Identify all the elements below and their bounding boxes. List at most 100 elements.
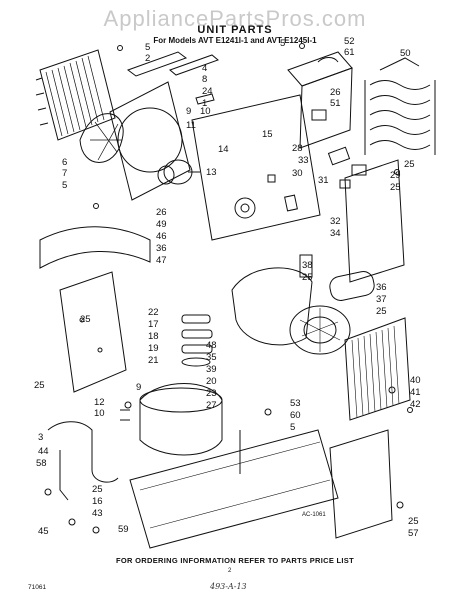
callout-7: 7 — [62, 168, 67, 179]
callout-45: 45 — [38, 526, 49, 537]
callout-33: 33 — [298, 155, 309, 166]
condenser-coil-left — [35, 49, 116, 141]
callout-43: 43 — [92, 508, 103, 519]
callout-49: 49 — [156, 219, 167, 230]
callout-53: 53 — [290, 398, 301, 409]
callout-3: 3 — [38, 432, 43, 443]
callout-57: 57 — [408, 528, 419, 539]
callout-44: 44 — [38, 446, 49, 457]
gasket-set — [181, 314, 213, 367]
ordering-note: FOR ORDERING INFORMATION REFER TO PARTS … — [116, 556, 354, 565]
callout-17: 17 — [148, 319, 159, 330]
callout-11: 11 — [186, 120, 196, 131]
diagram-code: AC-1061 — [302, 512, 326, 518]
callout-40: 40 — [410, 375, 421, 386]
callout-59: 59 — [118, 524, 129, 535]
callout-28: 28 — [292, 143, 303, 154]
callout-9: 9 — [186, 106, 191, 117]
page-number: 2 — [228, 568, 232, 574]
callout-26: 26 — [330, 87, 341, 98]
callout-25: 25 — [80, 314, 91, 325]
callout-30: 30 — [292, 168, 303, 179]
callout-25: 25 — [34, 380, 45, 391]
callout-16: 16 — [92, 496, 103, 507]
callout-15: 15 — [262, 129, 273, 140]
callout-46: 46 — [156, 231, 167, 242]
control-box — [287, 51, 353, 149]
callout-5: 5 — [280, 38, 285, 49]
base-pan — [129, 429, 339, 549]
callout-37: 37 — [376, 294, 387, 305]
fan-motor — [157, 159, 200, 185]
callout-5: 5 — [62, 180, 67, 191]
callout-21: 21 — [148, 355, 159, 366]
center-bulkhead — [191, 94, 321, 241]
callout-19: 19 — [148, 343, 159, 354]
callout-51: 51 — [330, 98, 341, 109]
refrigerant-tubing — [47, 421, 119, 501]
fasteners — [44, 43, 413, 534]
callout-18: 18 — [148, 331, 159, 342]
callout-1: 1 — [202, 98, 207, 109]
callout-34: 34 — [330, 228, 341, 239]
page-reference: 71061 — [28, 584, 47, 591]
callout-5: 5 — [145, 42, 150, 53]
callout-10: 10 — [94, 408, 105, 419]
callout-9: 9 — [136, 382, 141, 393]
access-panel — [329, 429, 393, 539]
callout-47: 47 — [156, 255, 167, 266]
left-side-panel — [59, 271, 127, 393]
callout-8: 8 — [202, 74, 207, 85]
callout-22: 22 — [148, 307, 159, 318]
handwritten-note: 493-A-13 — [210, 582, 247, 591]
diagram-title: UNIT PARTS — [197, 24, 273, 36]
diagram-subtitle: For Models AVT E1241I-1 and AVT E1245I-1 — [153, 36, 317, 45]
right-side-panel — [299, 159, 405, 283]
callout-48: 48 — [206, 340, 217, 351]
callout-58: 58 — [36, 458, 47, 469]
callout-25: 25 — [404, 159, 415, 170]
callout-26: 26 — [156, 207, 167, 218]
callout-52: 52 — [344, 36, 355, 47]
callout-29: 29 — [390, 170, 401, 181]
fan-shroud — [79, 81, 191, 201]
callout-38: 38 — [302, 260, 313, 271]
callout-4: 4 — [202, 63, 207, 74]
callout-35: 35 — [206, 352, 217, 363]
callout-39: 39 — [206, 364, 217, 375]
watermark: AppliancePartsPros.com — [103, 6, 367, 31]
callout-31: 31 — [318, 175, 329, 186]
callout-13: 13 — [206, 167, 217, 178]
evaporator-coil — [344, 317, 411, 421]
callout-42: 42 — [410, 399, 421, 410]
callout-24: 24 — [202, 86, 213, 97]
callout-20: 20 — [206, 376, 217, 387]
callout-25: 25 — [376, 306, 387, 317]
blower-assembly — [231, 267, 375, 355]
switch-parts — [327, 146, 367, 189]
callout-60: 60 — [290, 410, 301, 421]
callout-12: 12 — [94, 397, 105, 408]
callout-27: 27 — [206, 400, 217, 411]
callout-25: 25 — [408, 516, 419, 527]
top-brackets — [126, 51, 219, 105]
callout-41: 41 — [410, 387, 421, 398]
callout-23: 23 — [206, 388, 217, 399]
heater-element — [364, 57, 436, 155]
callout-50: 50 — [400, 48, 411, 59]
callout-5: 5 — [290, 422, 295, 433]
callout-61: 61 — [344, 47, 355, 58]
callout-32: 32 — [330, 216, 341, 227]
callout-36: 36 — [376, 282, 387, 293]
air-guide — [39, 226, 151, 269]
callout-14: 14 — [218, 144, 229, 155]
callout-2: 2 — [145, 53, 150, 64]
callout-25: 25 — [92, 484, 103, 495]
compressor — [120, 383, 223, 456]
callout-6: 6 — [62, 157, 67, 168]
callout-10: 10 — [200, 106, 211, 117]
callout-25: 25 — [390, 182, 401, 193]
callout-25: 25 — [302, 272, 313, 283]
